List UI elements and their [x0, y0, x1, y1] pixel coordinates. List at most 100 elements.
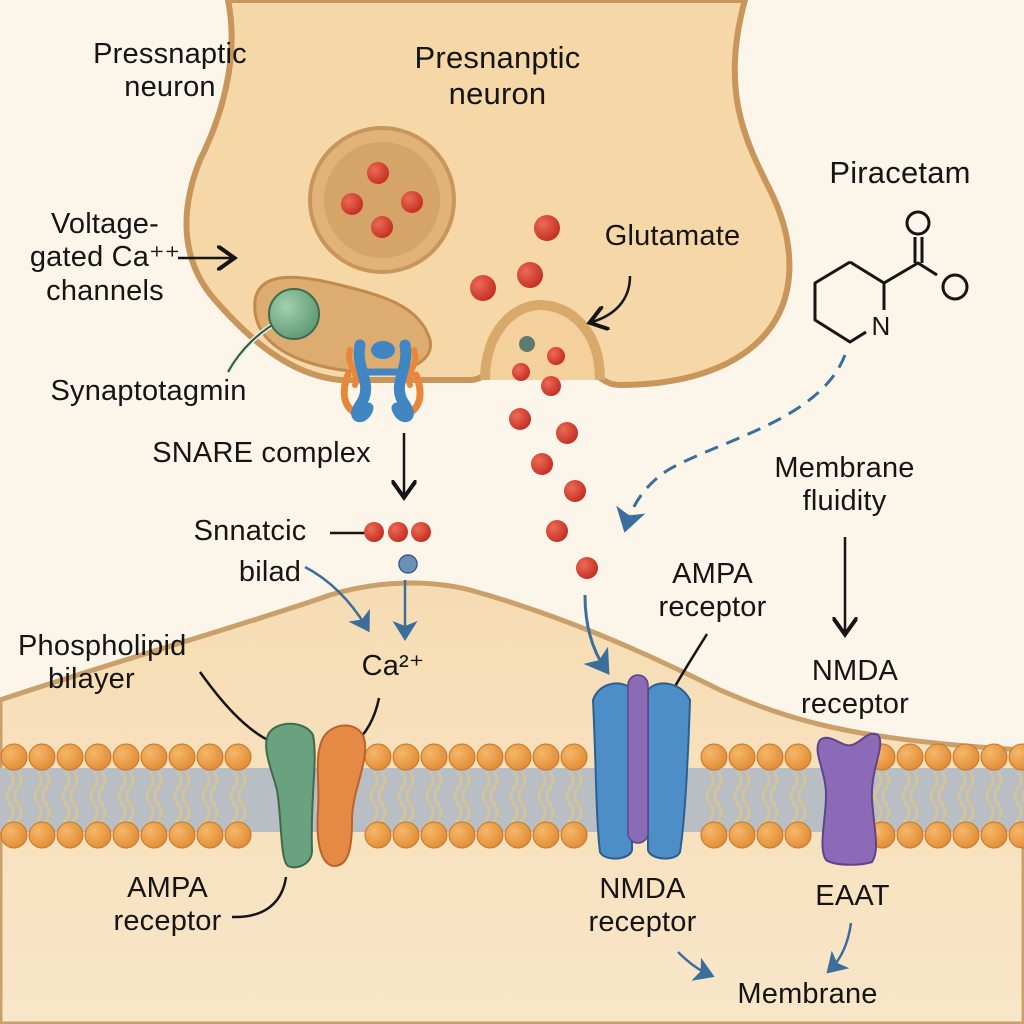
lipid-head	[1008, 743, 1024, 771]
lipid-head	[504, 743, 532, 771]
eaat-transporter	[816, 732, 882, 866]
glutamate-molecule	[512, 363, 530, 381]
lipid-head	[420, 743, 448, 771]
lipid-head	[924, 821, 952, 849]
label-line: Pressnaptic	[93, 38, 247, 70]
arrow-eaat-to-membrane	[826, 922, 853, 974]
lipid-head	[84, 743, 112, 771]
fusing-vesicle	[480, 299, 605, 396]
lipid-head	[420, 821, 448, 849]
lipid-head	[476, 821, 504, 849]
lipid-head	[112, 743, 140, 771]
lipid-head	[196, 743, 224, 771]
lipid-head	[448, 743, 476, 771]
glutamate-molecule	[367, 162, 389, 184]
lipid-head	[392, 821, 420, 849]
lipid-head	[28, 821, 56, 849]
lipid-head	[224, 743, 252, 771]
glutamate-molecule	[547, 347, 565, 365]
lipid-head	[896, 821, 924, 849]
label-synaptotagmin: Synaptotagmin	[50, 375, 247, 407]
lipid-head	[756, 821, 784, 849]
leader-phospholipid	[198, 671, 273, 744]
released-glutamate	[509, 408, 598, 579]
lipid-head	[84, 821, 112, 849]
lipid-head	[980, 743, 1008, 771]
glutamate-molecule	[364, 522, 384, 542]
label-nmda-receptor-lower: NMDA receptor	[570, 873, 715, 940]
lipid-head	[784, 821, 812, 849]
label-line: neuron	[124, 71, 216, 104]
glutamate-molecule	[534, 215, 560, 241]
label-ampa-receptor-lower: AMPA receptor	[95, 872, 240, 939]
lipid-head	[140, 743, 168, 771]
label-line: fluidity	[802, 485, 887, 518]
label-line: NMDA	[811, 655, 899, 687]
lipid-head	[112, 821, 140, 849]
label-line: gated Ca⁺⁺	[29, 241, 181, 274]
lipid-head	[952, 743, 980, 771]
piracetam-dashed-arrow	[616, 354, 847, 533]
lipid-head	[0, 743, 28, 771]
lipid-head	[392, 743, 420, 771]
lipid-head	[168, 821, 196, 849]
label-line: AMPA	[127, 872, 208, 904]
lipid-head	[196, 821, 224, 849]
lipid-head	[140, 821, 168, 849]
arrow-nmda-to-membrane	[677, 951, 715, 981]
lipid-head	[224, 821, 252, 849]
vesicle-molecule	[519, 336, 535, 352]
label-eaat: EAAT	[815, 880, 890, 912]
label-line: Voltage-	[50, 208, 159, 240]
glutamate-molecule	[470, 275, 496, 301]
glutamate-molecule	[541, 376, 561, 396]
label-line: Membrane	[774, 452, 915, 484]
label-line: NMDA	[599, 873, 686, 905]
label-piracetam-nitrogen: N	[871, 311, 891, 341]
ampa-receptor-green	[265, 722, 316, 869]
glutamate-molecule	[371, 216, 393, 238]
label-synaptic-cleft: Snnatcic bilad	[175, 515, 325, 590]
label-phospholipid-bilayer: Phospholipid bilayer	[18, 630, 238, 697]
lipid-head	[364, 743, 392, 771]
label-line: Presnanptic	[414, 40, 581, 75]
lipid-head	[56, 743, 84, 771]
lipid-head	[756, 743, 784, 771]
label-membrane: Membrane	[737, 978, 878, 1010]
synaptic-vesicle	[308, 126, 456, 274]
lipid-head	[784, 743, 812, 771]
lipid-head	[532, 821, 560, 849]
glutamate-molecule	[341, 193, 363, 215]
calcium-ion	[398, 554, 418, 574]
ion-channel-orange	[316, 724, 367, 868]
arrow-glutamate	[592, 275, 632, 322]
label-ampa-receptor-upper: AMPA receptor	[640, 558, 785, 625]
glutamate-molecule	[411, 522, 431, 542]
label-nmda-receptor-upper: NMDA receptor	[780, 655, 930, 722]
lipid-head	[728, 743, 756, 771]
lipid-head	[924, 743, 952, 771]
lipid-head	[168, 743, 196, 771]
label-calcium: Ca²⁺	[361, 650, 425, 682]
snare-complex	[340, 339, 424, 423]
label-line: Snnatcic	[193, 515, 307, 547]
nmda-receptor	[591, 674, 692, 860]
lipid-head	[896, 743, 924, 771]
label-piracetam: Piracetam	[829, 155, 971, 190]
label-presynaptic-neuron-left: Pressnaptic neuron	[50, 38, 290, 105]
lipid-head	[1008, 821, 1024, 849]
label-snare-complex: SNARE complex	[152, 437, 371, 469]
lipid-head	[56, 821, 84, 849]
label-line: bilad	[238, 556, 302, 589]
label-line: channels	[46, 274, 164, 307]
lipid-head	[364, 821, 392, 849]
lipid-head	[504, 821, 532, 849]
label-line: bilayer	[48, 663, 135, 696]
arrow-glutamate-to-receptor	[583, 594, 610, 675]
piracetam-structure	[813, 210, 969, 344]
synaptotagmin-protein	[268, 288, 320, 340]
lipid-head	[532, 743, 560, 771]
lipid-head	[28, 743, 56, 771]
lipid-head	[700, 821, 728, 849]
